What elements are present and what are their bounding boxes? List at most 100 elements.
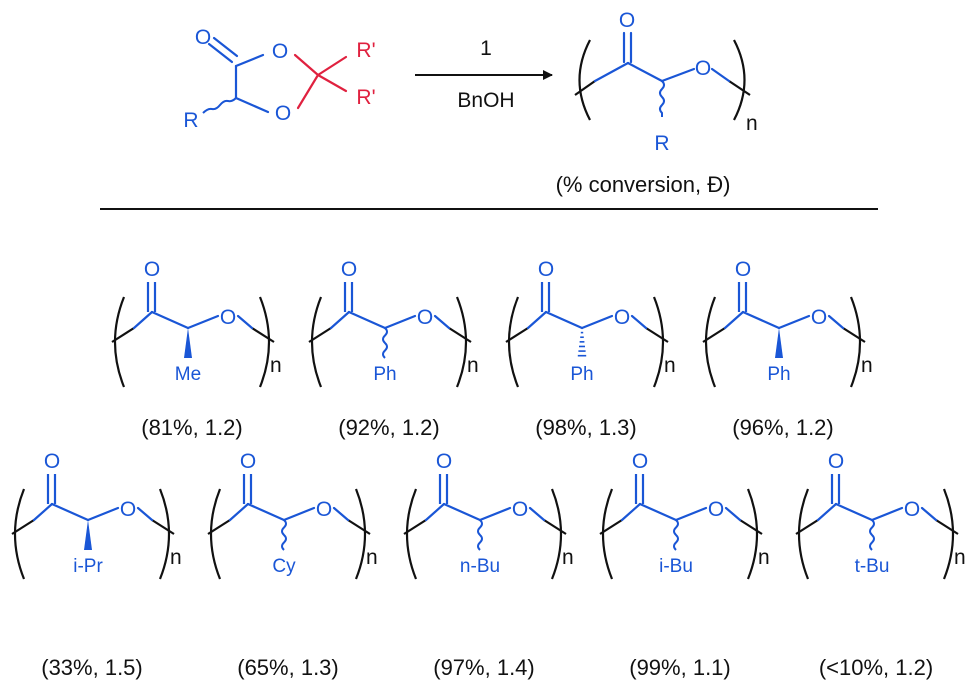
results-legend: (% conversion, Đ) — [556, 172, 731, 197]
stereo-wavy-bond — [673, 519, 679, 551]
backbone-bond-4 — [136, 506, 154, 522]
ester-oxygen: O — [316, 498, 332, 521]
backbone-bond-2 — [626, 61, 664, 83]
right-bracket — [550, 488, 563, 580]
substituent-label: n-Bu — [460, 556, 500, 577]
conversion-dispersity: (92%, 1.2) — [338, 415, 440, 440]
backbone-bond-3 — [478, 506, 512, 522]
backbone-bond-4 — [332, 506, 350, 522]
carbonyl-oxygen: O — [144, 258, 160, 281]
chain-bond-left — [308, 327, 332, 343]
backbone-bond-1 — [526, 310, 548, 330]
repeat-count: n — [562, 546, 574, 569]
backbone-bond-1 — [329, 310, 351, 330]
right-bracket — [942, 488, 955, 580]
chain-bond-left — [207, 519, 231, 535]
chain-bond-right — [739, 519, 763, 535]
chain-bond-left — [599, 519, 623, 535]
backbone-bond-3 — [86, 506, 120, 522]
ring-bond-o1-ketal — [293, 53, 320, 77]
backbone-bond-2 — [50, 502, 90, 522]
backbone-bond-4 — [920, 506, 938, 522]
backbone-bond-4 — [630, 314, 648, 330]
carbonyl-oxygen: O — [619, 9, 635, 32]
ester-oxygen: O — [904, 498, 920, 521]
right-bracket — [258, 296, 271, 388]
conversion-dispersity: (97%, 1.4) — [433, 655, 535, 680]
chain-bond-right — [251, 327, 275, 343]
substituent-label: i-Bu — [659, 556, 693, 577]
substituent-label: Cy — [272, 556, 296, 577]
backbone-bond-4 — [827, 314, 845, 330]
ester-oxygen: O — [811, 306, 827, 329]
chain-bond-left — [111, 327, 135, 343]
right-bracket — [746, 488, 759, 580]
substituent-label: Ph — [373, 364, 396, 385]
backbone-bond-1 — [228, 502, 250, 522]
monomer-r-group: R — [183, 109, 198, 132]
reaction-arrow: 1 BnOH — [415, 37, 553, 112]
dioxolanone-monomer: O O O R R' R' — [183, 26, 375, 132]
backbone-bond-1 — [723, 310, 745, 330]
carbonyl-oxygen: O — [735, 258, 751, 281]
backbone-bond-4 — [724, 506, 742, 522]
chain-bond-right — [935, 519, 959, 535]
backbone-bond-1 — [593, 61, 630, 83]
r-prime-top: R' — [356, 39, 375, 62]
repeat-count: n — [664, 354, 676, 377]
carbonyl-oxygen: O — [195, 26, 211, 49]
stereo-wavy-bond — [281, 519, 287, 551]
backbone-bond-2 — [544, 310, 584, 330]
repeat-count: n — [170, 546, 182, 569]
ester-oxygen: O — [120, 498, 136, 521]
repeat-count: n — [467, 354, 479, 377]
r-prime-bottom: R' — [356, 86, 375, 109]
ester-oxygen: O — [220, 306, 236, 329]
repeat-count: n — [954, 546, 966, 569]
backbone-bond-4 — [528, 506, 546, 522]
backbone-bond-1 — [32, 502, 54, 522]
backbone-bond-2 — [834, 502, 874, 522]
chain-bond-right — [151, 519, 175, 535]
conversion-dispersity: (99%, 1.1) — [629, 655, 731, 680]
carbonyl-oxygen: O — [44, 450, 60, 473]
chain-bond-right — [448, 327, 472, 343]
left-bracket — [797, 488, 810, 580]
carbonyl-oxygen: O — [538, 258, 554, 281]
backbone-bond-3 — [383, 314, 417, 330]
catalyst-label: 1 — [480, 37, 492, 60]
chain-bond-left — [795, 519, 819, 535]
chain-bond-left — [702, 327, 726, 343]
substituent-label: Ph — [767, 364, 790, 385]
left-bracket — [13, 488, 26, 580]
chain-bond-left — [403, 519, 427, 535]
left-bracket — [209, 488, 222, 580]
substituent-label: Ph — [570, 364, 593, 385]
right-bracket — [158, 488, 171, 580]
left-bracket — [310, 296, 323, 388]
left-bracket — [405, 488, 418, 580]
ketal-rprime-bond-bottom — [316, 73, 348, 93]
chain-bond-right — [347, 519, 371, 535]
backbone-bond-3 — [674, 506, 708, 522]
chain-bond-right — [645, 327, 669, 343]
conversion-dispersity: (98%, 1.3) — [535, 415, 637, 440]
left-bracket — [113, 296, 126, 388]
backbone-bond-1 — [424, 502, 446, 522]
carbonyl-oxygen: O — [632, 450, 648, 473]
stereo-wavy-bond — [477, 519, 483, 551]
carbonyl-oxygen: O — [828, 450, 844, 473]
ring-oxygen-bottom: O — [275, 102, 291, 125]
backbone-bond-3 — [660, 67, 696, 83]
chain-bond-right — [728, 80, 751, 96]
chain-bond-left — [505, 327, 529, 343]
backbone-bond-3 — [186, 314, 220, 330]
left-bracket — [601, 488, 614, 580]
stereo-wedge-bond — [84, 520, 92, 550]
stereo-wavy-bond — [382, 327, 388, 359]
